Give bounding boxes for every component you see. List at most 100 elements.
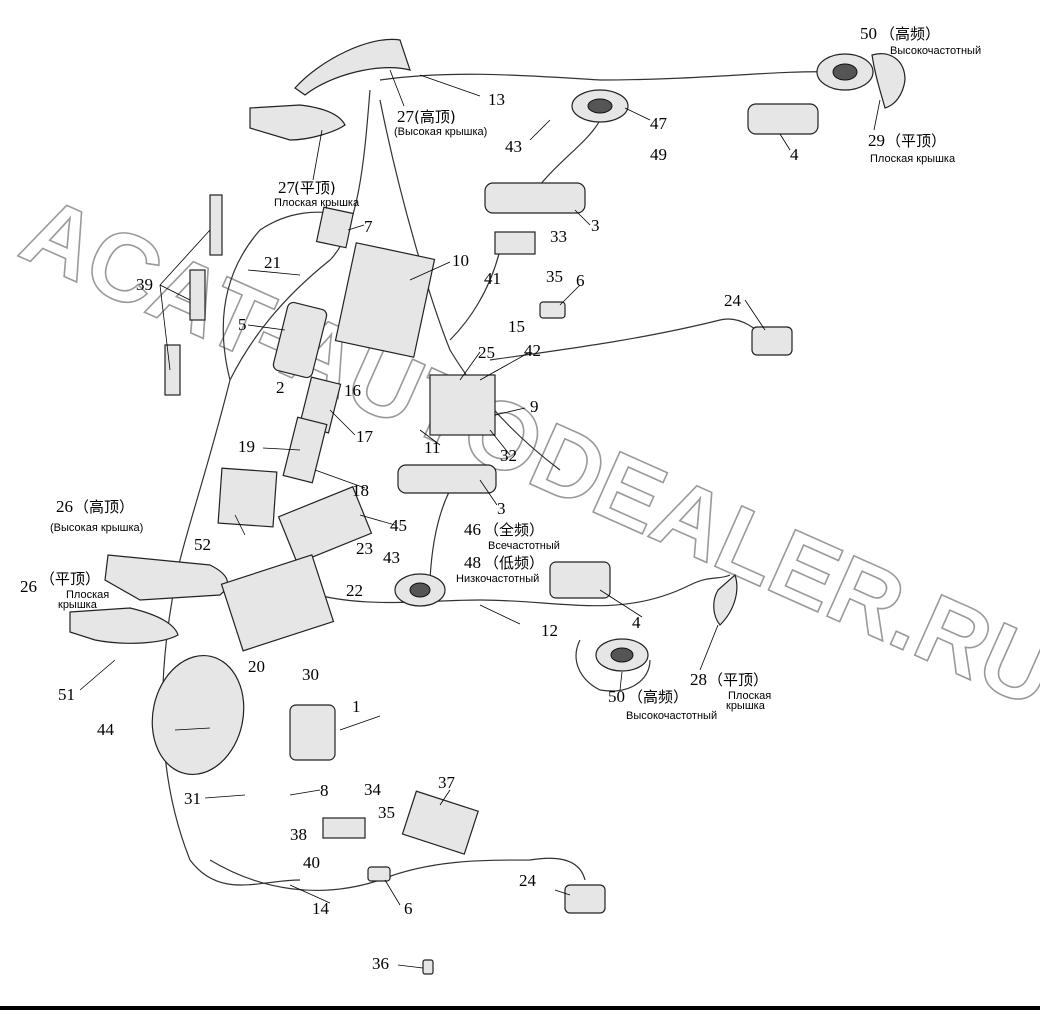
label-44: 44 [97, 720, 115, 739]
part-28-flat-cover [713, 573, 738, 626]
label-20: 20 [248, 657, 265, 676]
harness-15 [449, 249, 501, 341]
caption-29-ru: Плоская крышка [870, 153, 956, 165]
part-34-40 [322, 817, 366, 839]
part-3-top [484, 182, 586, 214]
caption-26-high-ru: (Высокая крышка) [50, 522, 143, 534]
label-6-bottom: 6 [404, 899, 413, 918]
part-33-41 [494, 231, 536, 255]
harness-13 [379, 71, 831, 81]
harness-48 [429, 489, 451, 581]
label-43-mid: 43 [383, 548, 400, 567]
parts [69, 38, 906, 975]
caption-28-ru2: крышка [726, 700, 766, 712]
part-1 [289, 704, 336, 761]
caption-28-cn: （平顶） [708, 671, 768, 689]
part-45 [277, 486, 373, 564]
part-10 [334, 242, 436, 358]
harness-wires [161, 71, 831, 892]
part-2 [272, 301, 328, 379]
part-18 [282, 416, 328, 484]
caption-27-high-ru: (Высокая крышка) [394, 126, 487, 138]
caption-48-ru: Низкочастотный [456, 573, 539, 585]
harness-speaker-lower [575, 639, 651, 692]
caption-27-high-cn: (高顶) [414, 108, 456, 126]
caption-50-bottom-cn: （高频） [628, 688, 688, 706]
caption-48-cn: （低频） [484, 554, 544, 572]
label-1: 1 [352, 697, 361, 716]
label-18: 18 [352, 481, 369, 500]
label-21: 21 [264, 253, 281, 272]
label-43-top: 43 [505, 137, 522, 156]
label-11: 11 [424, 438, 440, 457]
part-4-top [747, 103, 819, 135]
label-12: 12 [541, 621, 558, 640]
label-4-top: 4 [790, 145, 799, 164]
harness-center [379, 99, 561, 471]
label-47: 47 [650, 114, 668, 133]
label-24-top: 24 [724, 291, 742, 310]
harness-left-trunk [161, 89, 371, 886]
part-4-mid [549, 561, 611, 599]
label-9: 9 [530, 397, 539, 416]
caption-50-top-cn: （高频） [880, 25, 940, 43]
label-17: 17 [356, 427, 374, 446]
part-6-bottom [367, 866, 391, 882]
part-27-high-cover [294, 38, 411, 96]
label-33: 33 [550, 227, 567, 246]
label-48: 48 [464, 553, 481, 572]
caption-46-ru: Всечастотный [488, 540, 560, 552]
part-26-high-cover [104, 554, 228, 601]
label-3-top: 3 [591, 216, 600, 235]
label-36: 36 [372, 954, 389, 973]
caption-27-flat-cn: (平顶) [294, 179, 336, 197]
label-27-high: 27 [397, 107, 415, 126]
part-number-labels: 27 27 13 43 47 49 50 29 4 3 7 33 10 21 4… [20, 24, 885, 973]
part-26-flat-cover [69, 607, 179, 644]
part-27-flat-cover [249, 104, 346, 141]
label-26-high: 26 [56, 497, 73, 516]
caption-50-bottom-ru: Высокочастотный [626, 710, 717, 722]
caption-26-flat-ru1: Плоская [66, 589, 109, 601]
part-48-speaker [394, 573, 446, 607]
leader-lines [79, 69, 881, 969]
label-8: 8 [320, 781, 329, 800]
label-34: 34 [364, 780, 382, 799]
label-30: 30 [302, 665, 319, 684]
part-39-b [189, 269, 206, 321]
harness-14 [209, 857, 586, 892]
label-28: 28 [690, 670, 707, 689]
label-45: 45 [390, 516, 407, 535]
harness-39 [222, 211, 341, 381]
label-37: 37 [438, 773, 456, 792]
label-26-flat: 26 [20, 577, 37, 596]
part-11-9 [429, 374, 496, 436]
label-46: 46 [464, 520, 481, 539]
part-50-speaker-top [816, 53, 874, 91]
label-23: 23 [356, 539, 373, 558]
label-35-bottom: 35 [378, 803, 395, 822]
part-50-speaker-bottom [595, 638, 649, 672]
part-36 [422, 959, 434, 975]
part-3-mid [397, 464, 497, 494]
label-2: 2 [276, 378, 285, 397]
label-50-bottom: 50 [608, 687, 625, 706]
label-3-mid: 3 [497, 499, 506, 518]
part-52 [217, 467, 278, 528]
caption-29-cn: （平顶） [886, 132, 946, 150]
part-47-speaker [571, 89, 629, 123]
caption-46-cn: （全频） [484, 521, 544, 539]
harness-47 [539, 119, 601, 186]
label-29: 29 [868, 131, 885, 150]
label-5: 5 [238, 315, 247, 334]
label-39: 39 [136, 275, 153, 294]
label-15: 15 [508, 317, 525, 336]
label-22: 22 [346, 581, 363, 600]
part-39-c [164, 344, 181, 396]
watermark: ACAT-AUTODEALER.RU [6, 175, 1040, 728]
caption-26-flat-ru2: крышка [58, 599, 98, 611]
captions: (平顶) Плоская крышка (高顶) (Высокая крышка… [40, 25, 981, 722]
label-32: 32 [500, 446, 517, 465]
caption-27-flat-ru: Плоская крышка [274, 197, 360, 209]
harness-24-top [489, 318, 771, 361]
